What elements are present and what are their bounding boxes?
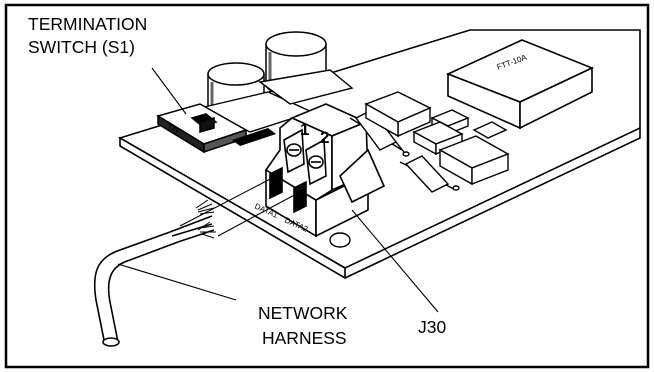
switch-on-label: ON <box>167 124 180 135</box>
j30-terminal-block <box>264 103 386 238</box>
small-chip-3 <box>472 121 508 139</box>
ftt-10a-module <box>445 39 595 130</box>
termination-switch-label-line1: TERMINATION <box>28 14 147 34</box>
relay-component-2 <box>438 135 510 186</box>
network-harness-label-line1: NETWORK <box>258 303 348 323</box>
relay-component <box>364 91 432 138</box>
terminal-2-label: 2 <box>320 128 329 147</box>
board-component <box>232 128 276 146</box>
termination-switch-label-line2: SWITCH (S1) <box>28 37 135 57</box>
leader-lines <box>117 67 439 313</box>
terminal-1-label: 1 <box>300 120 309 139</box>
termination-switch-s1: ON <box>156 103 248 154</box>
network-harness-label-line2: HARNESS <box>262 328 347 348</box>
mounting-hole <box>329 232 351 248</box>
j30-label: J30 <box>418 317 446 337</box>
wire-strands <box>195 199 216 239</box>
resistor-lower <box>399 155 460 193</box>
